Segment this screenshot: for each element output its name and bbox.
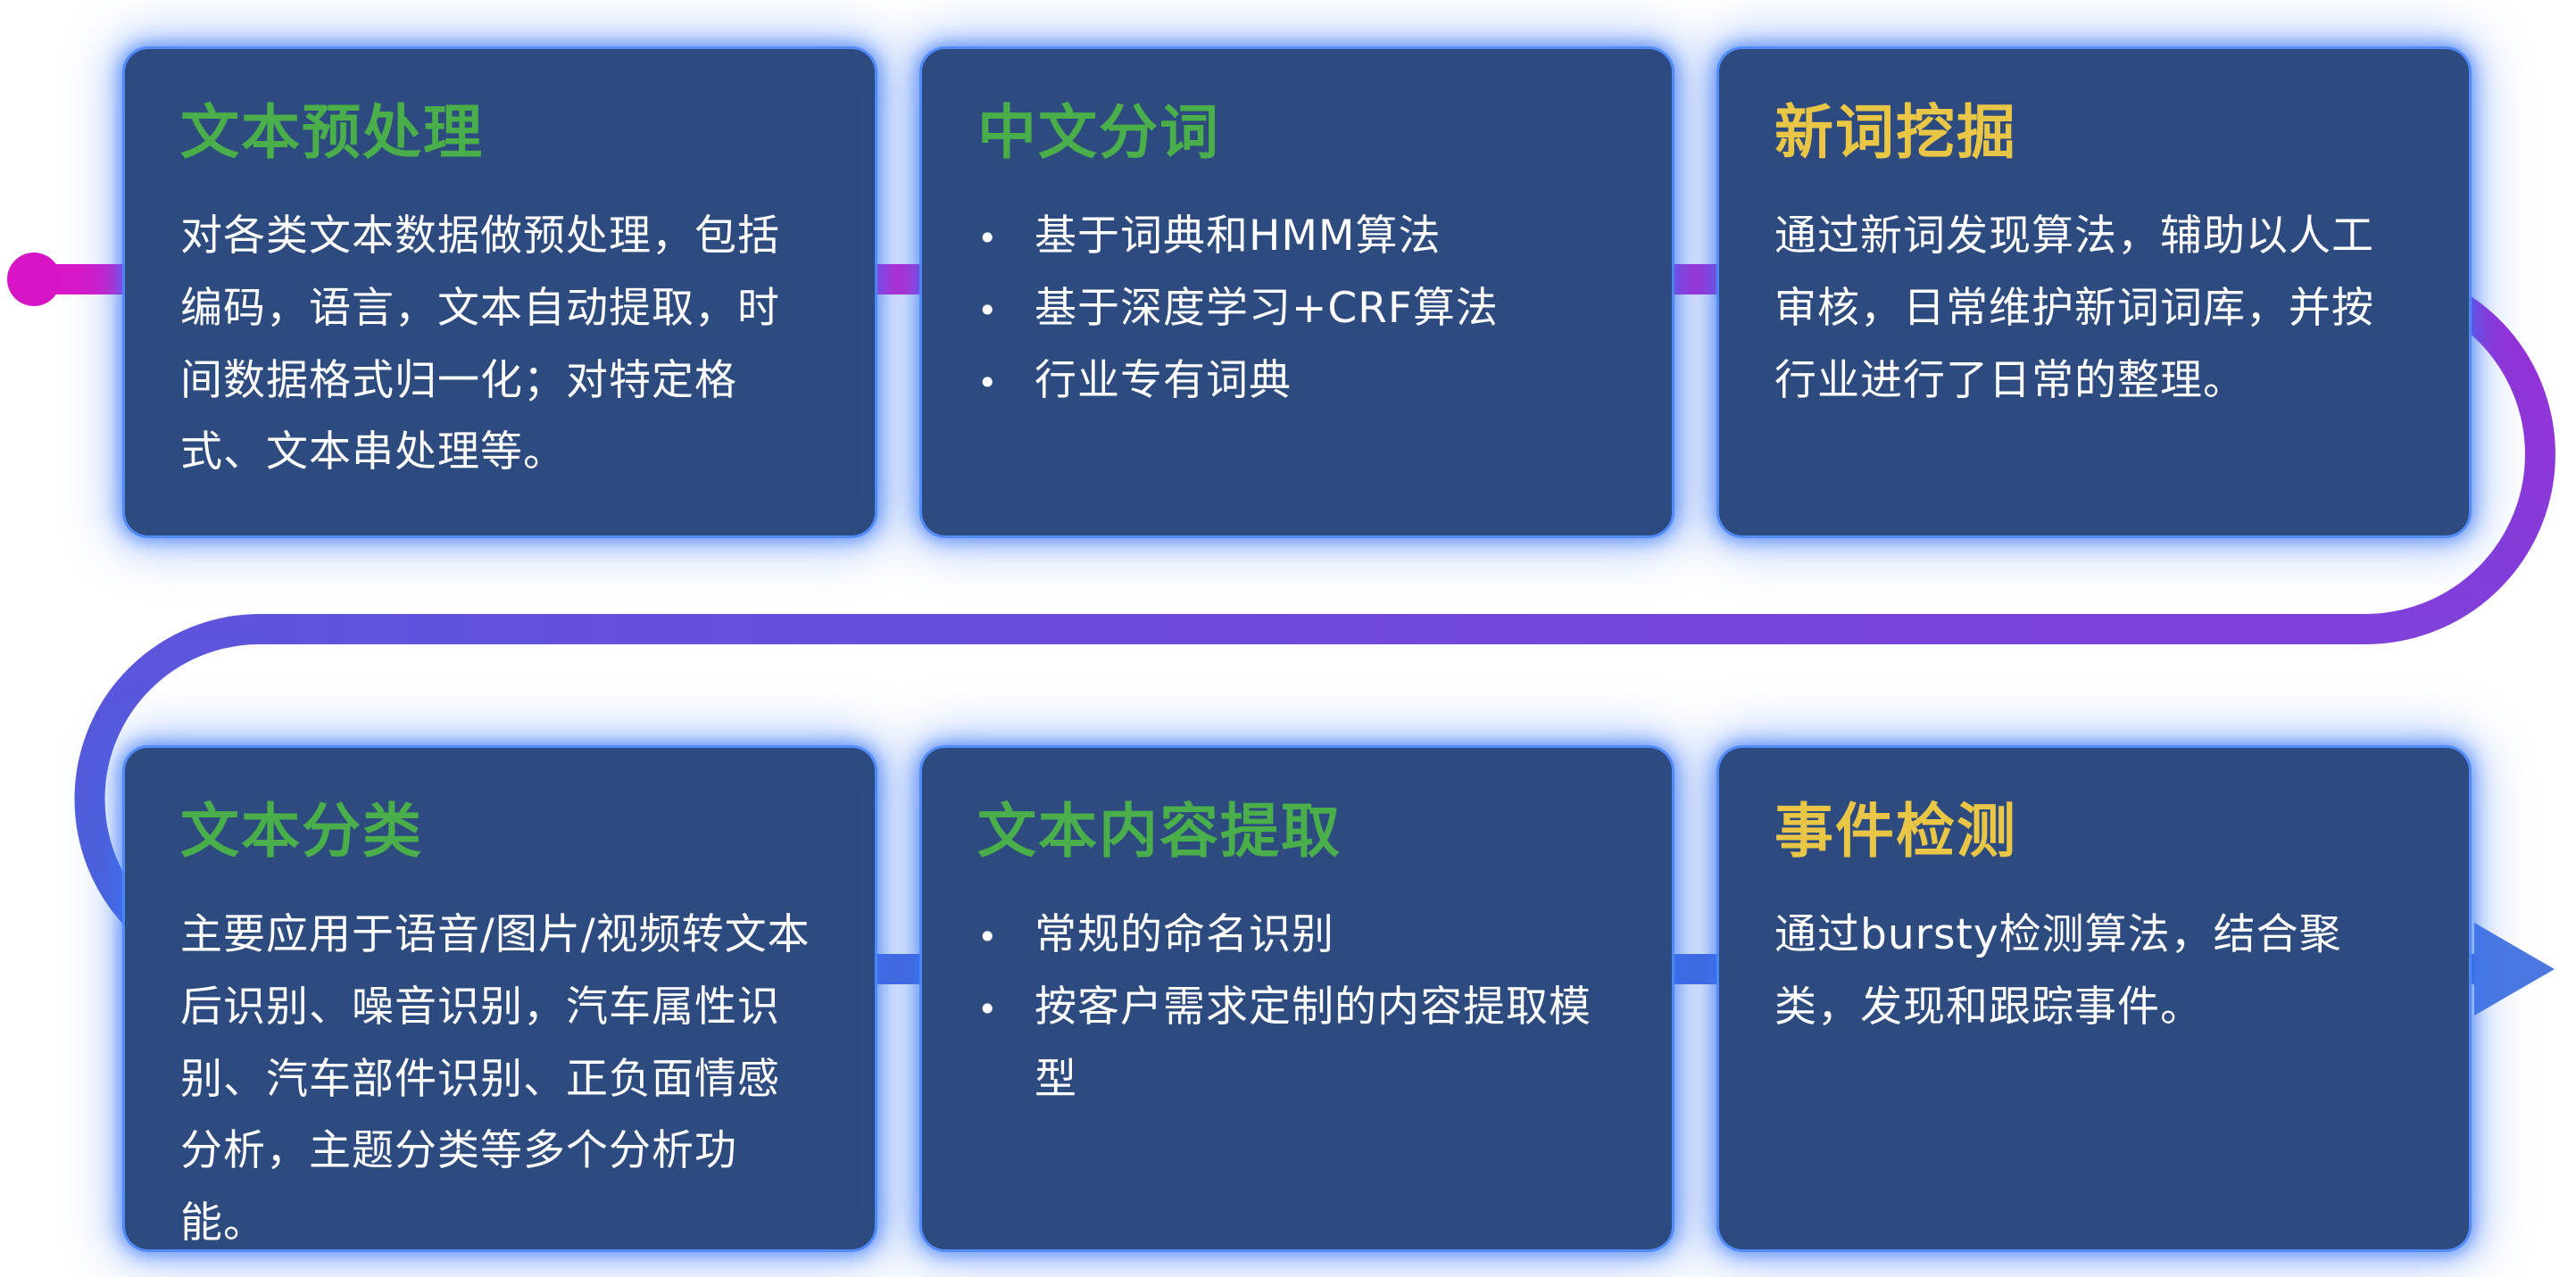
bullet-text: 按客户需求定制的内容提取模型 <box>1035 982 1591 1104</box>
card-title: 文本预处理 <box>180 98 484 167</box>
card-text-preprocessing: 文本预处理 对各类文本数据做预处理，包括编码，语言，文本自动提取，时间数据格式归… <box>125 49 875 535</box>
card-body-text: 通过bursty检测算法，结合聚类，发现和跟踪事件。 <box>1774 909 2342 1032</box>
bullet-icon: • <box>977 362 999 402</box>
card-event-detection: 事件检测 通过bursty检测算法，结合聚类，发现和跟踪事件。 <box>1719 748 2469 1249</box>
card-body-text: 主要应用于语音/图片/视频转文本后识别、噪音识别，汽车属性识别、汽车部件识别、正… <box>180 909 810 1248</box>
list-item: • 基于词典和HMM算法 <box>977 201 1616 273</box>
list-item: • 基于深度学习+CRF算法 <box>977 273 1616 345</box>
card-title: 文本分类 <box>180 797 423 866</box>
bullet-text: 基于深度学习+CRF算法 <box>1035 283 1499 333</box>
list-item: • 常规的命名识别 <box>977 900 1616 972</box>
card-title: 事件检测 <box>1774 797 2017 866</box>
bullet-text: 行业专有词典 <box>1035 355 1292 405</box>
card-text-classification: 文本分类 主要应用于语音/图片/视频转文本后识别、噪音识别，汽车属性识别、汽车部… <box>125 748 875 1249</box>
flow-start-dot-icon <box>7 253 61 306</box>
list-item: • 行业专有词典 <box>977 345 1616 418</box>
bullet-icon: • <box>977 916 999 957</box>
bullet-text: 常规的命名识别 <box>1035 909 1334 959</box>
card-body-text: 对各类文本数据做预处理，包括编码，语言，文本自动提取，时间数据格式归一化；对特定… <box>180 211 780 477</box>
bullet-list: • 基于词典和HMM算法 • 基于深度学习+CRF算法 • 行业专有词典 <box>977 201 1616 417</box>
flow-arrow-icon <box>2474 923 2555 1016</box>
bullet-icon: • <box>977 290 999 330</box>
bullet-text: 基于词典和HMM算法 <box>1035 211 1442 261</box>
bullet-list: • 常规的命名识别 • 按客户需求定制的内容提取模型 <box>977 900 1616 1115</box>
card-body-text: 通过新词发现算法，辅助以人工审核，日常维护新词词库，并按行业进行了日常的整理。 <box>1774 211 2374 405</box>
card-title: 文本内容提取 <box>977 797 1342 866</box>
bullet-icon: • <box>977 218 999 258</box>
card-text-content-extraction: 文本内容提取 • 常规的命名识别 • 按客户需求定制的内容提取模型 <box>922 748 1672 1249</box>
bullet-icon: • <box>977 989 999 1029</box>
card-title: 中文分词 <box>977 98 1220 167</box>
card-chinese-word-segmentation: 中文分词 • 基于词典和HMM算法 • 基于深度学习+CRF算法 • 行业专有词… <box>922 49 1672 535</box>
list-item: • 按客户需求定制的内容提取模型 <box>977 972 1616 1116</box>
card-title: 新词挖掘 <box>1774 98 2017 167</box>
card-new-word-mining: 新词挖掘 通过新词发现算法，辅助以人工审核，日常维护新词词库，并按行业进行了日常… <box>1719 49 2469 535</box>
